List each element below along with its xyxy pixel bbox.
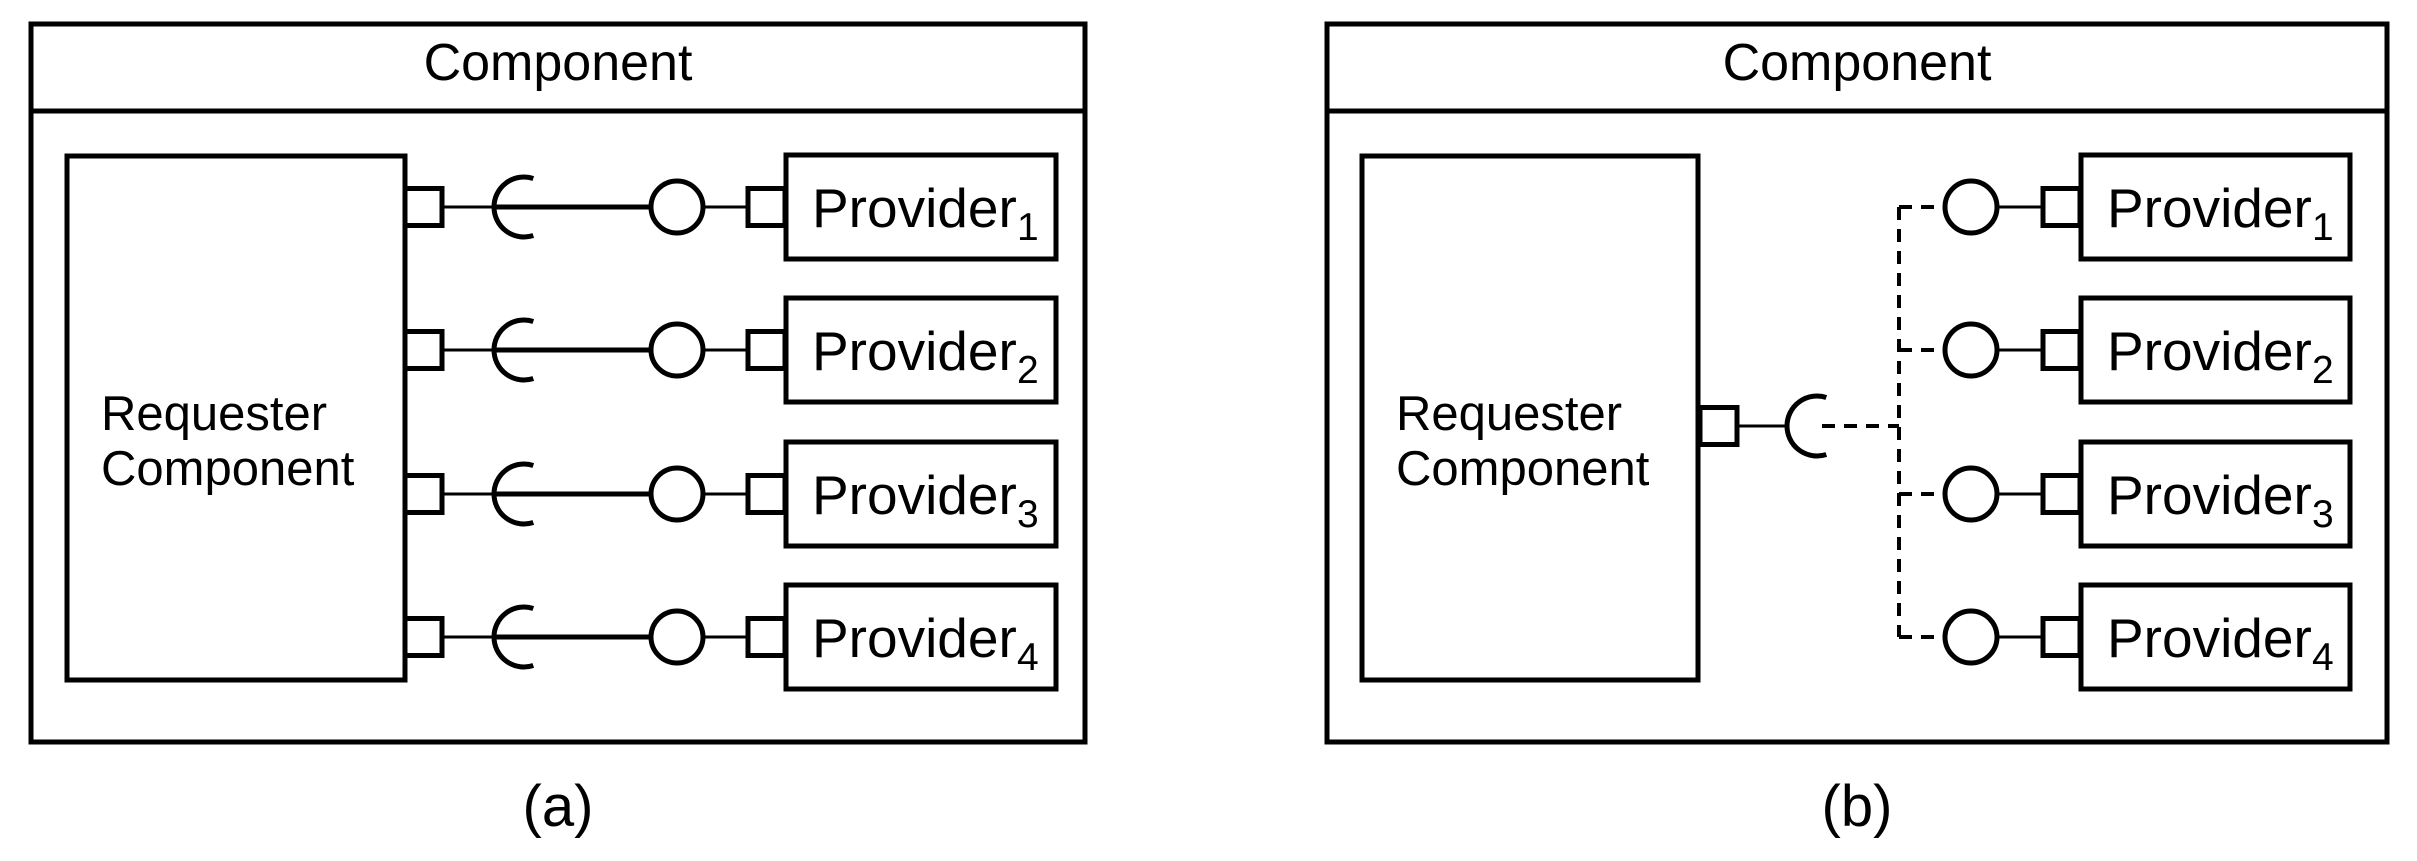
- provider-label-3-a: Provider: [812, 464, 1017, 526]
- provider-box-3-b: [2078, 439, 2353, 549]
- required-interface-socket-icon: [1784, 393, 1828, 459]
- panel-a: Component Requester Component Provider 1: [28, 21, 1088, 839]
- provider-port-square: [2040, 616, 2083, 658]
- provider-box-2-a: [783, 295, 1059, 405]
- provider-port-square: [745, 473, 788, 515]
- provided-interface-row4-b: [1899, 608, 2083, 666]
- provider-label-1-b: Provider: [2107, 177, 2312, 239]
- provided-interface-ball-icon: [1942, 321, 2000, 379]
- required-interface-socket-icon: [491, 461, 535, 527]
- requester-port-square: [1697, 405, 1740, 447]
- panel-caption-b: (b): [1822, 774, 1893, 839]
- provider-port-square: [745, 329, 788, 371]
- provider-port-square: [745, 616, 788, 658]
- provider-label-4-b: Provider: [2107, 607, 2312, 669]
- provided-interface-ball-icon: [648, 321, 706, 379]
- requester-label-line2-a: Component: [101, 442, 355, 496]
- provided-interface-ball-icon: [1942, 465, 2000, 523]
- assembly-connector-row4-a: [402, 604, 788, 670]
- required-interface-socket-icon: [491, 174, 535, 240]
- provider-subscript-1-a: 1: [1017, 206, 1039, 249]
- provider-label-2-a: Provider: [812, 320, 1017, 382]
- provider-box-3-a: [783, 439, 1059, 549]
- requester-port-square: [402, 473, 445, 515]
- assembly-connector-row2-a: [402, 317, 788, 383]
- provider-label-3-b: Provider: [2107, 464, 2312, 526]
- provider-box-1-b: [2078, 152, 2353, 262]
- provider-port-square: [2040, 473, 2083, 515]
- provider-subscript-3-b: 3: [2312, 493, 2334, 536]
- provider-box-2-b: [2078, 295, 2353, 405]
- requester-label-line2-b: Component: [1396, 442, 1650, 496]
- provider-subscript-4-b: 4: [2312, 636, 2334, 679]
- provider-subscript-3-a: 3: [1017, 493, 1039, 536]
- provider-port-square: [2040, 329, 2083, 371]
- required-interface-socket-icon: [491, 604, 535, 670]
- panel-caption-a: (a): [523, 774, 594, 839]
- provider-port-square: [745, 186, 788, 228]
- requester-label-line1-a: Requester: [101, 387, 327, 441]
- provider-label-1-a: Provider: [812, 177, 1017, 239]
- provided-interface-row2-b: [1899, 321, 2083, 379]
- provider-label-2-b: Provider: [2107, 320, 2312, 382]
- provided-interface-ball-icon: [1942, 178, 2000, 236]
- provided-interface-ball-icon: [1942, 608, 2000, 666]
- provided-interface-ball-icon: [648, 465, 706, 523]
- provider-label-4-a: Provider: [812, 607, 1017, 669]
- required-interface-socket-icon: [491, 317, 535, 383]
- requester-port-square: [402, 329, 445, 371]
- provided-interface-row1-b: [1899, 178, 2083, 236]
- component-title-a: Component: [424, 34, 693, 92]
- provider-port-square: [2040, 186, 2083, 228]
- provider-subscript-2-a: 2: [1017, 349, 1039, 392]
- provider-box-1-a: [783, 152, 1059, 262]
- component-title-b: Component: [1723, 34, 1992, 92]
- requester-port-square: [402, 186, 445, 228]
- provider-subscript-1-b: 1: [2312, 206, 2334, 249]
- provided-interface-ball-icon: [648, 608, 706, 666]
- panel-b: Component Requester Component Provider 1: [1324, 21, 2390, 839]
- shared-required-interface-b: [1697, 207, 1901, 637]
- assembly-connector-row3-a: [402, 461, 788, 527]
- provider-box-4-b: [2078, 582, 2353, 692]
- requester-port-square: [402, 616, 445, 658]
- provider-subscript-4-a: 4: [1017, 636, 1039, 679]
- requester-label-line1-b: Requester: [1396, 387, 1622, 441]
- requester-box-b: [1359, 153, 1701, 683]
- provided-interface-ball-icon: [648, 178, 706, 236]
- provider-box-4-a: [783, 582, 1059, 692]
- provided-interface-row3-b: [1899, 465, 2083, 523]
- requester-box-a: [64, 153, 408, 683]
- provider-subscript-2-b: 2: [2312, 349, 2334, 392]
